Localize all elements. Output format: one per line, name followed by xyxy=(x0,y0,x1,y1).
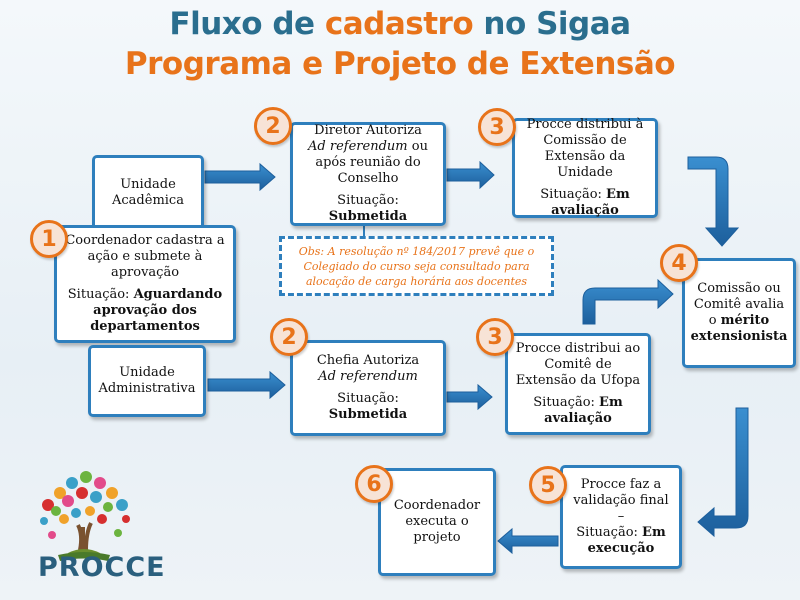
situacao-label: Situação: xyxy=(540,187,607,202)
situacao-label: Situação: xyxy=(337,391,399,406)
arrow-chefia-to-procce-ufopa xyxy=(446,383,493,411)
node-text: Unidade xyxy=(119,365,175,380)
node-text: Unidade xyxy=(120,177,176,192)
node-text: Coordenador executa o projeto xyxy=(393,498,481,545)
arrow-diretor-to-procce-unidade xyxy=(446,160,495,190)
node-text: Comissão ou Comitê avalia o mérito exten… xyxy=(691,281,788,345)
step-badge-3-top: 3 xyxy=(478,108,516,146)
node-coordenador-cadastra: Coordenador cadastra a ação e submete à … xyxy=(54,225,236,343)
situacao-value: Aguardando aprovação dos departamentos xyxy=(90,287,223,334)
title-line-2: Programa e Projeto de Extensão xyxy=(124,46,676,82)
procce-logo-text: PROCCE xyxy=(38,552,166,583)
node-text: Procce faz a validação final – xyxy=(573,477,669,524)
step-badge-3-bottom: 3 xyxy=(476,318,514,356)
page-title: Fluxo de cadastro no Sigaa Programa e Pr… xyxy=(0,4,800,84)
node-italic: Ad referendum xyxy=(308,139,408,154)
node-italic: Ad referendum xyxy=(318,369,418,384)
node-text: Procce distribui ao Comitê de Extensão d… xyxy=(515,341,641,388)
node-coordenador-executa: Coordenador executa o projeto xyxy=(378,468,496,576)
step-badge-4: 4 xyxy=(660,244,698,282)
node-unidade-academica: Unidade Acadêmica xyxy=(92,155,204,231)
step-badge-5: 5 xyxy=(529,466,567,504)
arrow-procce-ufopa-to-comissao xyxy=(582,278,674,325)
node-situacao: Situação: Submetida xyxy=(299,391,437,423)
node-text: Acadêmica xyxy=(112,193,184,208)
situacao-label: Situação: xyxy=(337,193,399,208)
title-highlight: cadastro xyxy=(324,6,474,42)
arrow-comissao-to-procce-final xyxy=(697,407,749,538)
title-line-1: Fluxo de cadastro no Sigaa xyxy=(0,4,800,44)
node-bold: mérito extensionista xyxy=(690,313,788,344)
node-situacao: Situação: Em avaliação xyxy=(514,395,642,427)
node-text: Ad referendum xyxy=(318,369,418,385)
node-chefia-autoriza: Chefia Autoriza Ad referendum Situação: … xyxy=(290,340,446,436)
situacao-label: Situação: xyxy=(67,287,134,302)
procce-tree-logo xyxy=(40,471,130,561)
node-situacao: Situação: Em execução xyxy=(569,525,673,557)
node-procce-distribui-ufopa: Procce distribui ao Comitê de Extensão d… xyxy=(505,333,651,435)
node-text: Diretor Autoriza xyxy=(314,123,422,138)
node-text: Ad referendum ou após reunião do Conselh… xyxy=(299,139,437,187)
step-badge-2-top: 2 xyxy=(254,107,292,145)
situacao-value: Em avaliação xyxy=(544,395,623,426)
node-situacao: Situação: Submetida xyxy=(299,193,437,225)
situacao-value: Submetida xyxy=(328,209,408,224)
node-text: Chefia Autoriza xyxy=(316,353,420,368)
node-procce-validacao-final: Procce faz a validação final – Situação:… xyxy=(560,465,682,569)
node-text: Administrativa xyxy=(98,381,196,396)
node-situacao: Situação: Aguardando aprovação dos depar… xyxy=(65,287,225,335)
node-text-rest: ou após reunião do Conselho xyxy=(315,139,428,186)
situacao-label: Situação: xyxy=(533,395,600,410)
title-part-a: Fluxo de xyxy=(169,6,325,42)
step-badge-1: 1 xyxy=(30,220,68,258)
situacao-value: Submetida xyxy=(328,407,408,422)
situacao-value: Em execução xyxy=(587,525,666,556)
node-situacao: Situação: Em avaliação xyxy=(521,187,649,219)
step-badge-2-bottom: 2 xyxy=(270,318,308,356)
node-procce-distribui-unidade: Procce distribui à Comissão de Extensão … xyxy=(512,117,658,219)
arrow-procce-final-to-coord-executa xyxy=(497,527,559,555)
situacao-label: Situação: xyxy=(576,525,643,540)
node-diretor-autoriza: Diretor Autoriza Ad referendum ou após r… xyxy=(290,122,446,226)
arrow-procce-unidade-to-comissao xyxy=(687,156,740,247)
node-comissao-avalia: Comissão ou Comitê avalia o mérito exten… xyxy=(682,258,796,368)
step-badge-6: 6 xyxy=(355,465,393,503)
obs-note: Obs: A resolução nº 184/2017 prevê que o… xyxy=(279,236,554,296)
situacao-value: Em avaliação xyxy=(551,187,630,218)
node-text-part: Comissão ou Comitê avalia o xyxy=(693,281,785,328)
title-part-c: no Sigaa xyxy=(473,6,631,42)
node-text: Coordenador cadastra a ação e submete à … xyxy=(65,233,225,280)
arrow-academica-to-diretor xyxy=(204,162,276,192)
arrow-administrativa-to-chefia xyxy=(207,370,286,400)
node-text: Procce distribui à Comissão de Extensão … xyxy=(526,117,644,180)
node-unidade-administrativa: Unidade Administrativa xyxy=(88,345,206,417)
